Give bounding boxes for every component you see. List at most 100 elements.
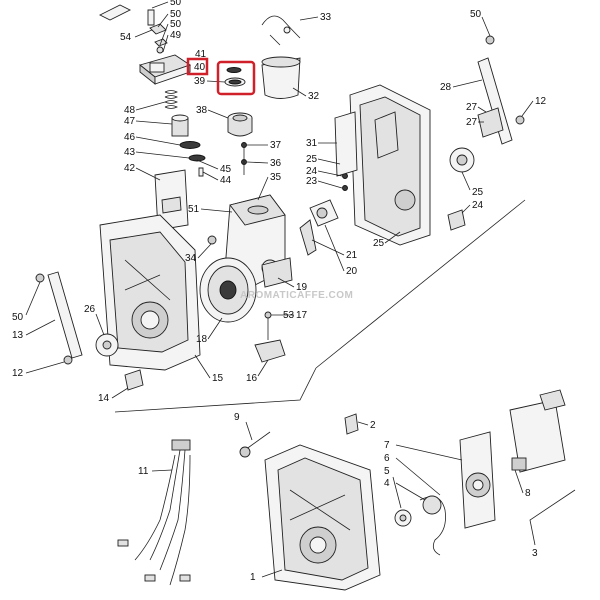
label-55: 54 [120,32,132,43]
label-44: 44 [220,175,232,186]
label-27-left: 26 [84,304,96,315]
part-5-disc [394,509,412,527]
part-11-wiring-harness [117,439,191,586]
part-50-clip-right [485,35,495,45]
part-40-seal [226,67,242,73]
part-50-clip-top [156,46,164,54]
label-53-mid: 51 [188,204,200,215]
label-41: 41 [195,49,207,60]
separator-line-left [114,367,317,413]
part-12-clip-left [63,355,73,365]
part-47-piston [171,114,189,137]
label-28: 27 [466,117,478,128]
label-16: 16 [246,373,258,384]
label-19: 19 [296,282,308,293]
part-1-base-housing [264,444,381,591]
part-48-spring [164,90,178,109]
part-15-left-housing [99,214,201,371]
label-26: 24 [472,200,484,211]
part-38-cup [227,112,253,137]
label-29: 27 [466,102,478,113]
part-8-motor [509,389,566,473]
label-51: 50 [170,0,182,8]
label-25: 25 [373,238,385,249]
part-7-plate [459,431,496,529]
label-32: 32 [308,91,320,102]
label-33: 33 [320,12,332,23]
part-34-screw [207,235,217,245]
label-47: 47 [124,116,136,127]
part-46-ring [179,141,201,149]
callout-labels: 50 50 50 49 54 41 40 39 48 47 46 43 42 4… [12,0,547,583]
part-19-bracket [261,257,293,288]
part-12-clip-right [515,115,525,125]
part-25-right-housing [349,84,431,246]
part-16-base [254,339,286,363]
part-13-arm-left [47,271,83,359]
label-49: 49 [170,30,182,41]
label-15: 15 [212,373,224,384]
label-50-top: 50 [170,19,182,30]
label-7: 7 [384,440,390,451]
part-55-bracket [98,4,155,26]
label-6: 6 [384,453,390,464]
part-20-gear [309,199,339,227]
separator-line-bottom [529,489,576,546]
label-40: 40 [194,62,206,73]
label-18: 18 [196,334,208,345]
part-26-small-part [447,209,466,231]
part-32-funnel [261,56,301,99]
part-42-panel [154,169,189,231]
label-4: 4 [384,478,390,489]
label-42: 42 [124,163,136,174]
part-17-pin [264,311,272,340]
part-27-gear-right [449,147,475,173]
label-14: 14 [98,393,110,404]
label-50-right: 50 [470,9,482,20]
label-35: 35 [270,172,282,183]
part-27-gear-left [95,333,119,357]
label-1: 1 [250,572,256,583]
label-5: 5 [384,466,390,477]
label-46: 46 [124,132,136,143]
part-2-small-clip [344,413,359,435]
part-39-oring [224,77,246,87]
label-11: 11 [138,466,149,477]
part-37-36-pins [241,142,247,175]
part-18-pump [199,257,257,323]
separator-line-right [315,199,526,369]
label-45: 45 [220,164,232,175]
label-23: 24 [306,166,318,177]
label-43: 43 [124,147,136,158]
label-24: 25 [306,154,318,165]
part-40-highlight [216,60,256,96]
label-12-left: 12 [12,368,24,379]
label-27-right: 25 [472,187,484,198]
label-13: 13 [12,330,24,341]
part-41-valve-block [139,54,192,85]
label-38: 38 [196,105,208,116]
label-2: 2 [370,420,376,431]
part-50-clip-left [35,273,45,283]
label-21: 21 [346,250,358,261]
label-31: 31 [306,138,318,149]
label-8: 8 [525,488,531,499]
label-36: 36 [270,158,282,169]
part-44-screw [198,167,204,177]
label-37: 37 [270,140,282,151]
label-17: 17 [296,310,308,321]
label-50-left: 50 [12,312,24,323]
watermark-text: AROMATICAFFE.COM [240,290,353,301]
part-21-lever [299,219,317,256]
part-28-29-cam [477,107,504,138]
label-9: 9 [234,412,240,423]
part-14-connector [124,369,144,391]
label-40-highlight [186,57,209,76]
part-9-pin [239,431,271,458]
label-20: 20 [346,266,358,277]
label-34: 34 [185,253,197,264]
part-33-spring-clip [261,15,301,46]
label-39: 39 [194,76,206,87]
